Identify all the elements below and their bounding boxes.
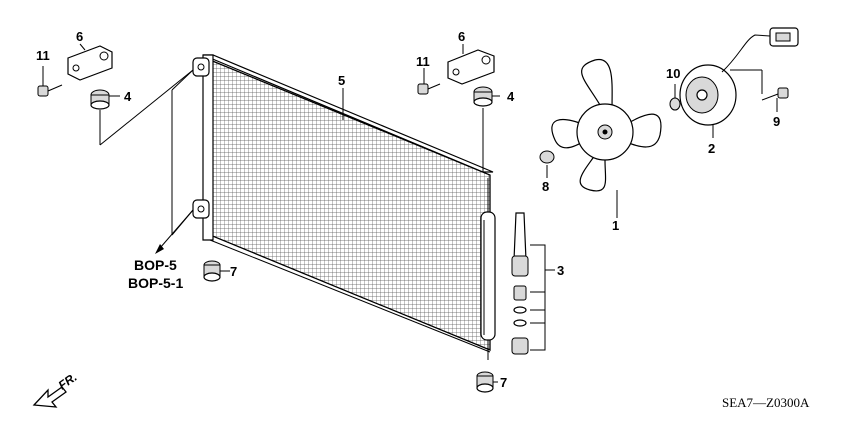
bracket-right	[447, 49, 495, 85]
receiver-dryer	[480, 178, 496, 360]
bolt-left	[37, 84, 63, 97]
callout-5: 5	[338, 73, 345, 88]
condenser-core	[202, 54, 494, 353]
callout-7-upper: 7	[230, 264, 237, 279]
dryer-plug	[513, 285, 527, 301]
callout-6-right: 6	[458, 29, 465, 44]
bop-reference-1: BOP-5	[134, 257, 177, 273]
desiccant-pack	[511, 212, 529, 277]
callout-11-right: 11	[416, 54, 430, 69]
bop-reference-2: BOP-5-1	[128, 275, 183, 291]
cooling-fan	[551, 58, 662, 192]
condenser-upper-mount-tab	[192, 57, 210, 77]
callout-9: 9	[773, 114, 780, 129]
dryer-lower-plug	[511, 337, 529, 355]
callout-1: 1	[612, 218, 619, 233]
bolt-right	[417, 83, 441, 95]
callout-7-lower: 7	[500, 375, 507, 390]
callout-3: 3	[557, 263, 564, 278]
leader-lines	[42, 43, 778, 383]
condenser-lower-mount-tab	[192, 199, 210, 219]
bracket-left	[67, 45, 113, 81]
lower-cushion-left	[203, 260, 221, 282]
callout-4-right: 4	[507, 89, 515, 104]
callout-11-left: 11	[36, 48, 50, 63]
callout-8: 8	[542, 179, 549, 194]
screw-9	[761, 87, 789, 101]
cushion-left	[90, 89, 110, 110]
callout-6-left: 6	[76, 29, 83, 44]
callout-4-left: 4	[124, 89, 132, 104]
callout-bracket-3	[530, 244, 555, 351]
cushion-right	[473, 86, 493, 107]
front-direction-arrow: FR.	[32, 370, 80, 408]
nut-10	[669, 97, 681, 111]
lower-cushion-right	[476, 371, 494, 393]
callout-2: 2	[708, 141, 715, 156]
fan-motor	[679, 27, 799, 126]
o-rings	[513, 306, 527, 327]
diagram-code: SEA7—Z0300A	[722, 395, 810, 410]
callout-10: 10	[666, 66, 680, 81]
nut-8	[539, 150, 555, 164]
